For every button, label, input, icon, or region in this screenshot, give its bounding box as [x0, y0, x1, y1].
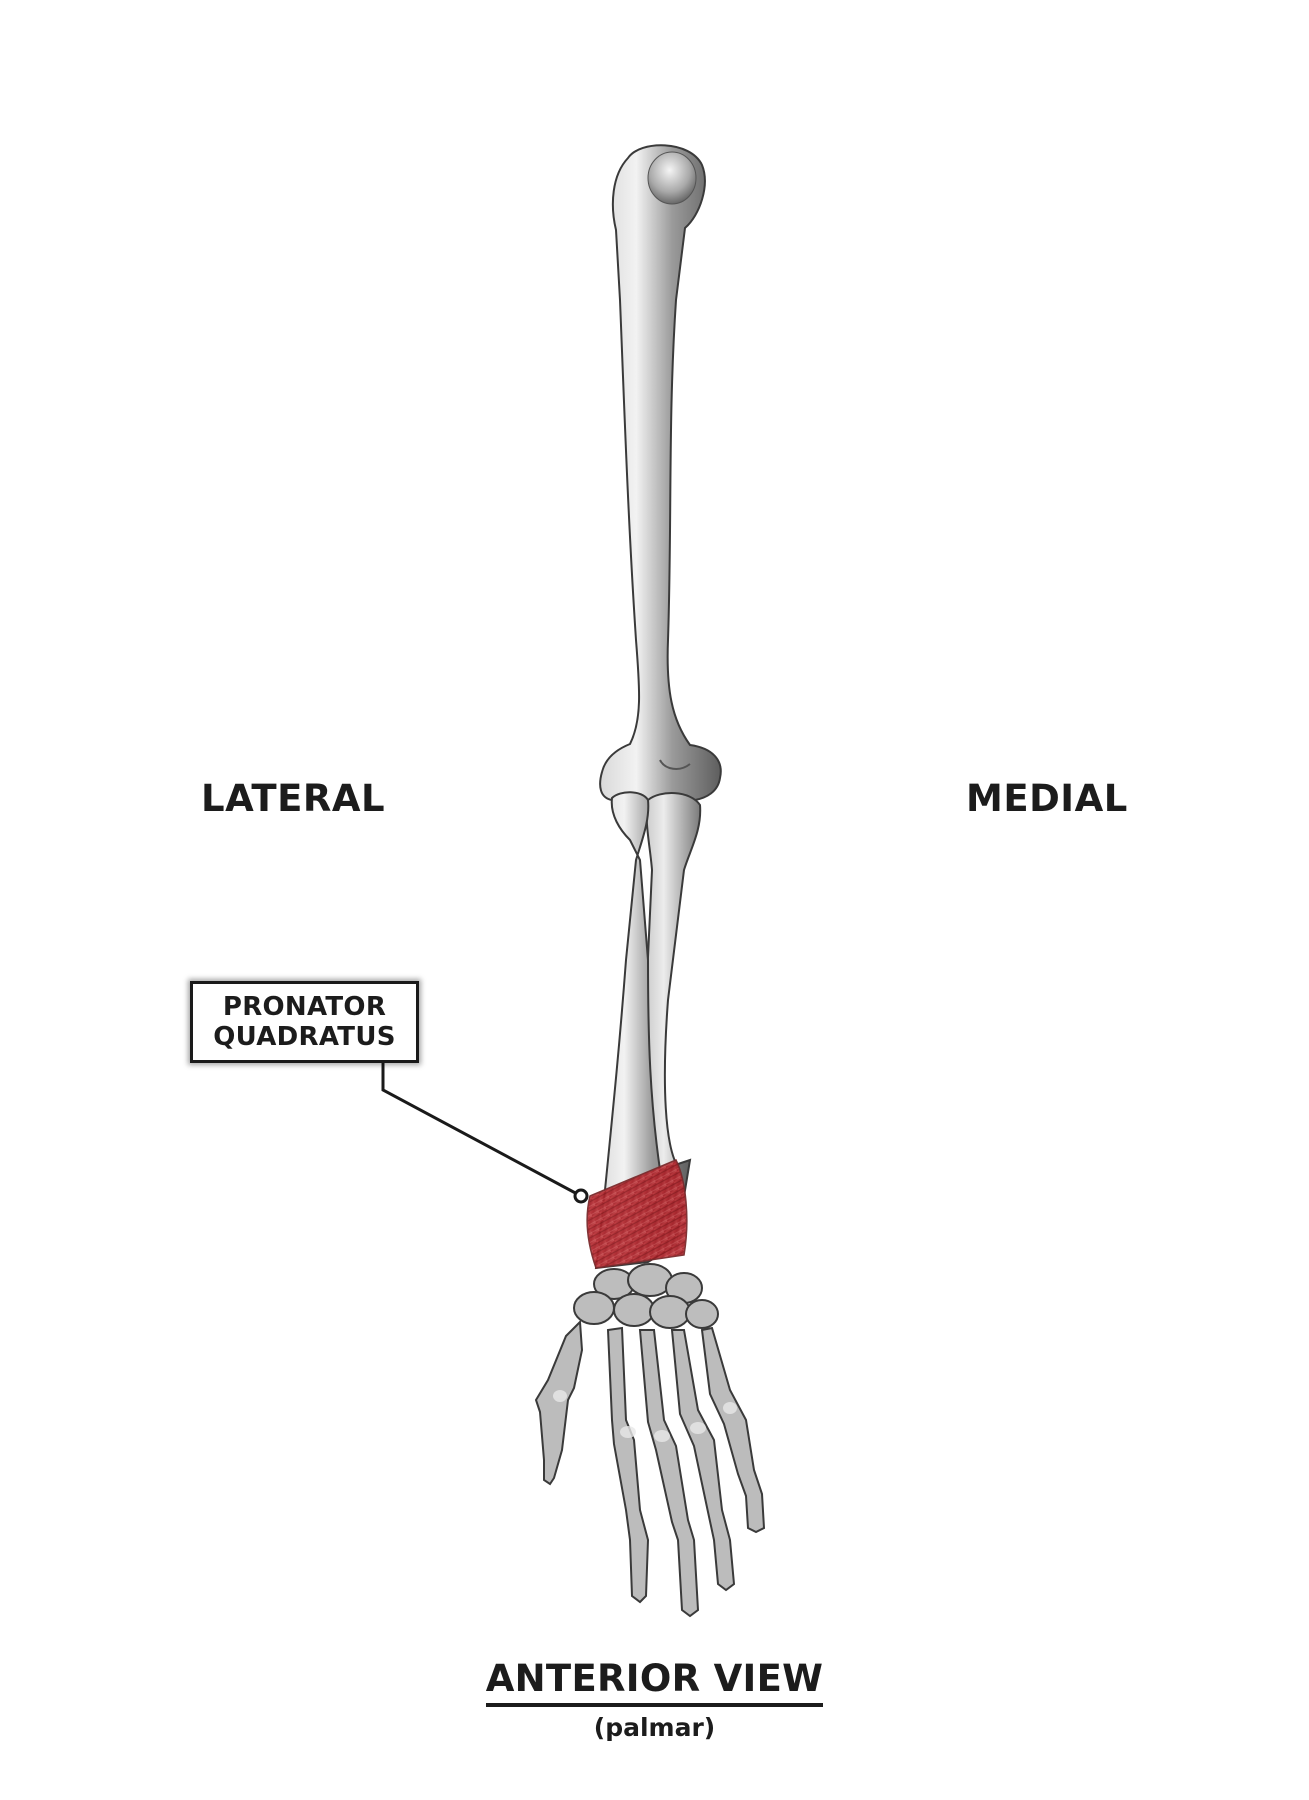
- middle-finger: [638, 1329, 700, 1618]
- lateral-orientation-label: LATERAL: [201, 777, 386, 820]
- callout-endpoint-dot: [573, 1188, 589, 1204]
- callout-leader-line: [379, 1063, 589, 1204]
- hand-bones: [534, 1319, 766, 1618]
- pronator-quadratus-callout: PRONATOR QUADRATUS: [190, 981, 419, 1063]
- radius: [594, 791, 692, 1270]
- medial-orientation-label: MEDIAL: [966, 777, 1128, 820]
- thumb: [534, 1319, 584, 1486]
- view-subtitle: (palmar): [593, 1712, 716, 1742]
- humerus: [599, 144, 722, 801]
- little-finger: [700, 1326, 766, 1534]
- view-title: ANTERIOR VIEW: [485, 1659, 824, 1707]
- ulna: [643, 792, 702, 1180]
- index-finger: [606, 1326, 650, 1604]
- pronator-quadratus-muscle: [586, 1159, 688, 1269]
- callout-line-1: PRONATOR: [222, 992, 387, 1022]
- callout-line-2: QUADRATUS: [213, 1022, 396, 1052]
- ring-finger: [670, 1329, 736, 1592]
- carpals: [573, 1263, 719, 1329]
- view-caption: ANTERIOR VIEW (palmar): [0, 1659, 1309, 1742]
